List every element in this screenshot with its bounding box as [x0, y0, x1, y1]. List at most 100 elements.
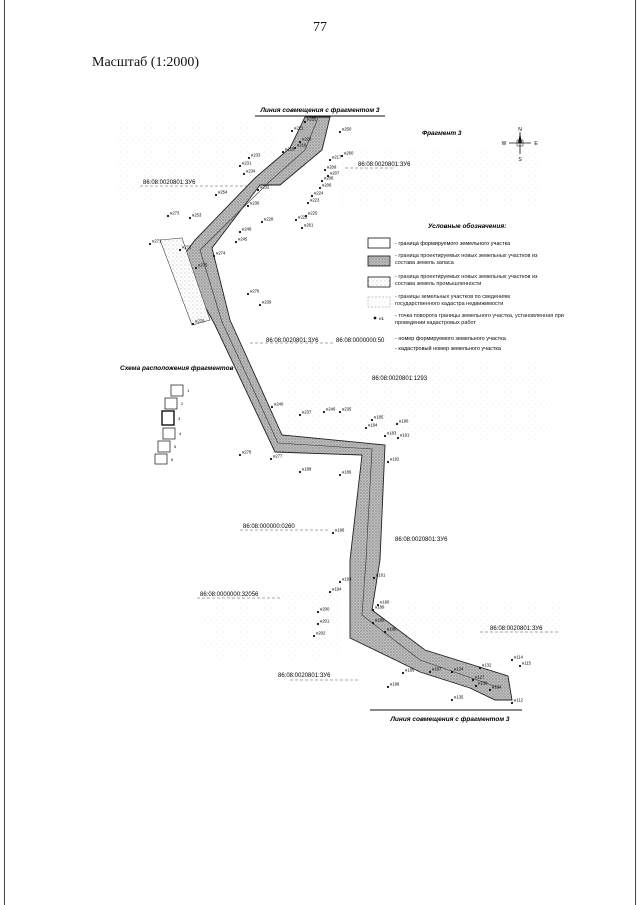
turning-point-label: н194	[332, 587, 342, 592]
turning-point-label: н188	[302, 467, 312, 472]
svg-text:1: 1	[187, 388, 190, 393]
svg-text:3: 3	[178, 416, 181, 421]
turning-point-label: н277	[273, 454, 283, 459]
turning-point-label: н186	[387, 627, 397, 632]
turning-point-label: н198	[390, 682, 400, 687]
svg-text:E: E	[534, 141, 538, 147]
turning-point-marker	[474, 684, 478, 688]
turning-point-label: н231	[242, 161, 252, 166]
turning-point-marker	[212, 254, 216, 258]
turning-point-marker	[395, 422, 399, 426]
turning-point-label: н201	[320, 619, 330, 624]
turning-point-marker	[312, 634, 316, 638]
turning-point-label: н272	[182, 245, 192, 250]
svg-text:86:08:0020801:ЗУ6: 86:08:0020801:ЗУ6	[358, 162, 411, 168]
svg-text:86:08:0020801:ЗУ6: 86:08:0020801:ЗУ6	[395, 537, 448, 543]
turning-point-marker	[510, 701, 514, 705]
turning-point-label: н114	[514, 655, 524, 660]
turning-point-label: н191	[400, 433, 410, 438]
turning-point-marker	[320, 179, 324, 183]
turning-point-label: н219	[297, 143, 307, 148]
turning-point-label: н206	[322, 183, 332, 188]
turning-point-marker	[269, 457, 273, 461]
page-right-edge	[635, 0, 636, 905]
turning-point-label: н185	[374, 415, 384, 420]
turning-point-label: н132	[482, 663, 492, 668]
turning-point-label: н130	[478, 681, 488, 686]
svg-text:86:08:0020801:ЗУ6: 86:08:0020801:ЗУ6	[278, 673, 331, 679]
turning-point-marker	[191, 322, 195, 326]
turning-point-marker	[328, 590, 332, 594]
turning-point-label: н246	[326, 407, 336, 412]
svg-text:Линия совмещения с фрагментом: Линия совмещения с фрагментом 3	[259, 107, 379, 114]
svg-text:S: S	[518, 157, 522, 163]
turning-point-marker	[371, 608, 375, 612]
turning-point-label: н112	[514, 698, 524, 703]
turning-point-marker	[178, 248, 182, 252]
turning-point-label: н273	[170, 211, 180, 216]
turning-point-label: н233	[251, 153, 261, 158]
fragment-scheme: Схема расположения фрагментов 1 2 3 4 5 …	[120, 365, 234, 465]
turning-point-label: н250	[342, 127, 352, 132]
turning-point-label: н222	[298, 215, 308, 220]
turning-point-marker	[386, 460, 390, 464]
turning-point-marker	[322, 410, 326, 414]
turning-point-marker	[401, 671, 405, 675]
cadastral-number-labels: 86:08:0020801:ЗУ6 86:08:0020801:ЗУ6 86:0…	[143, 162, 543, 679]
svg-text:6: 6	[171, 457, 174, 462]
turning-point-marker	[298, 470, 302, 474]
page-left-edge	[4, 0, 5, 905]
svg-text:86:08:0000000:50: 86:08:0000000:50	[336, 338, 385, 344]
cadastral-boundaries	[140, 167, 560, 681]
turning-point-marker	[310, 194, 314, 198]
turning-point-label: н208	[324, 176, 334, 181]
turning-point-marker	[238, 453, 242, 457]
turning-point-marker	[510, 658, 514, 662]
turning-point-label: н254	[218, 190, 228, 195]
svg-text:86:08:0000000:32056: 86:08:0000000:32056	[200, 592, 259, 598]
turning-point-label: н224	[314, 191, 324, 196]
turning-point-label: н209	[327, 165, 337, 170]
turning-point-marker	[371, 621, 375, 625]
turning-point-marker	[318, 186, 322, 190]
svg-text:86:08:000000:0260: 86:08:000000:0260	[243, 524, 295, 530]
turning-point-marker	[293, 146, 297, 150]
turning-point-marker	[338, 580, 342, 584]
turning-point-label: н236	[250, 201, 260, 206]
turning-point-label: н253	[192, 213, 202, 218]
turning-point-marker	[214, 193, 218, 197]
legend-item-parcel-number: - номер формируемого земельного участка	[395, 336, 507, 342]
turning-point-marker	[331, 531, 335, 535]
turning-point-label: н135	[454, 695, 464, 700]
industrial-parcel	[159, 237, 211, 326]
turning-point-label: н115	[522, 661, 532, 666]
turning-point-marker	[238, 230, 242, 234]
turning-point-label: н207	[330, 171, 340, 176]
turning-point-label: н245	[238, 237, 248, 242]
turning-point-marker	[306, 201, 310, 205]
turning-point-marker	[316, 610, 320, 614]
turning-point-label: н217	[332, 155, 342, 160]
turning-point-marker	[428, 670, 432, 674]
svg-text:86:08:0020801:ЗУ6: 86:08:0020801:ЗУ6	[490, 626, 543, 632]
turning-point-label: н225	[308, 211, 318, 216]
turning-point-marker	[488, 688, 492, 692]
turning-point-label: н234	[246, 169, 256, 174]
turning-point-marker	[372, 576, 376, 580]
turning-point-marker	[376, 603, 380, 607]
turning-point-marker	[242, 172, 246, 176]
turning-point-label: н218	[285, 147, 295, 152]
svg-text:2: 2	[181, 401, 184, 406]
svg-text:86:08:0020801:ЗУ6: 86:08:0020801:ЗУ6	[143, 180, 196, 186]
turning-point-marker	[298, 140, 302, 144]
turning-point-label: н261	[304, 223, 314, 228]
turning-point-marker	[303, 120, 307, 124]
match-line-top: Линия совмещения с фрагментом 3	[255, 107, 385, 117]
turning-point-label: н124	[454, 667, 464, 672]
legend-item-cadastral-boundaries: - границы земельных участков по сведения…	[395, 294, 510, 307]
turning-point-marker	[294, 218, 298, 222]
background-parcels	[115, 120, 560, 660]
turning-point-marker	[471, 678, 475, 682]
